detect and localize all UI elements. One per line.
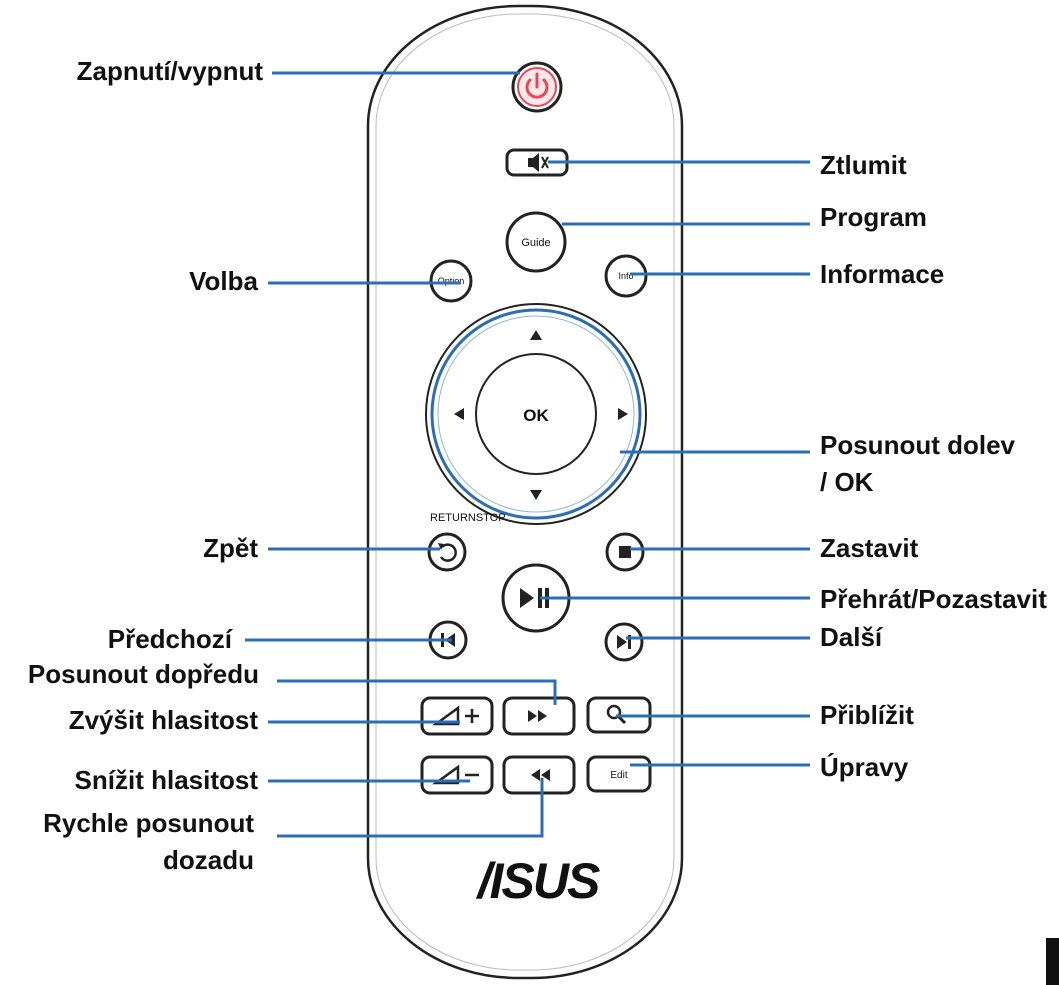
ok-button-label: OK [523, 406, 549, 425]
edit-button-label: Edit [610, 770, 627, 781]
info-button[interactable]: Info [604, 254, 648, 298]
label-zoom: Přiblížit [820, 700, 914, 730]
label-power: Zapnutí/vypnut [76, 56, 263, 86]
label-nav-line1: Posunout dolev [820, 430, 1015, 460]
label-edit: Úpravy [820, 752, 909, 782]
volume-down-icon [432, 764, 479, 785]
label-zpet: Zpět [203, 533, 258, 563]
return-stop-label: RETURNSTOP [430, 512, 506, 524]
label-mute: Ztlumit [820, 150, 907, 180]
option-button-label: Option [438, 276, 465, 286]
rewind-icon [531, 769, 550, 781]
return-icon [438, 543, 457, 562]
skip-next-icon [617, 635, 631, 649]
label-rewind-line1: Rychle posunout [43, 808, 254, 838]
label-volba: Volba [189, 266, 258, 296]
page-edge-tab [1046, 938, 1059, 985]
label-nav-line2: / OK [820, 467, 874, 497]
edit-button[interactable]: Edit [586, 755, 652, 793]
fast-forward-icon [528, 710, 547, 722]
arrow-left-icon[interactable] [454, 408, 464, 420]
brand-logo: /ISUS [476, 853, 600, 909]
label-rewind-line2: dozadu [163, 845, 254, 875]
info-button-label: Info [618, 271, 633, 281]
callout-rewind [277, 778, 544, 838]
mute-button[interactable] [505, 148, 569, 177]
rewind-button[interactable] [502, 755, 576, 795]
label-predchozi: Předchozí [107, 624, 232, 654]
option-button[interactable]: Option [429, 259, 473, 303]
return-button[interactable] [427, 532, 467, 572]
ok-button[interactable]: OK [475, 353, 597, 475]
power-button[interactable] [511, 61, 563, 113]
stop-button[interactable] [605, 532, 645, 572]
arrow-down-icon[interactable] [530, 490, 542, 500]
label-vol-up: Zvýšit hlasitost [68, 705, 258, 735]
guide-button-label: Guide [521, 237, 550, 249]
label-play-pause: Přehrát/Pozastavit [820, 584, 1047, 614]
guide-button[interactable]: Guide [505, 211, 567, 273]
power-icon [525, 72, 549, 99]
label-dalsi: Další [820, 622, 883, 652]
next-button[interactable] [604, 622, 644, 662]
speaker-mute-icon [528, 153, 549, 172]
label-vol-down: Snížit hlasitost [74, 765, 258, 795]
label-informace: Informace [820, 259, 945, 289]
label-forward: Posunout dopředu [27, 659, 259, 689]
callout-lines [245, 71, 810, 838]
arrow-right-icon[interactable] [618, 408, 628, 420]
forward-button[interactable] [502, 696, 576, 736]
callout-forward [277, 679, 557, 705]
volume-up-button[interactable] [420, 696, 494, 736]
label-zastavit: Zastavit [820, 533, 919, 563]
label-program: Program [820, 202, 927, 232]
volume-down-button[interactable] [420, 755, 494, 795]
volume-up-icon [432, 705, 479, 726]
remote-body-inner [375, 13, 675, 971]
stop-icon [619, 546, 631, 558]
arrow-up-icon[interactable] [530, 330, 542, 340]
